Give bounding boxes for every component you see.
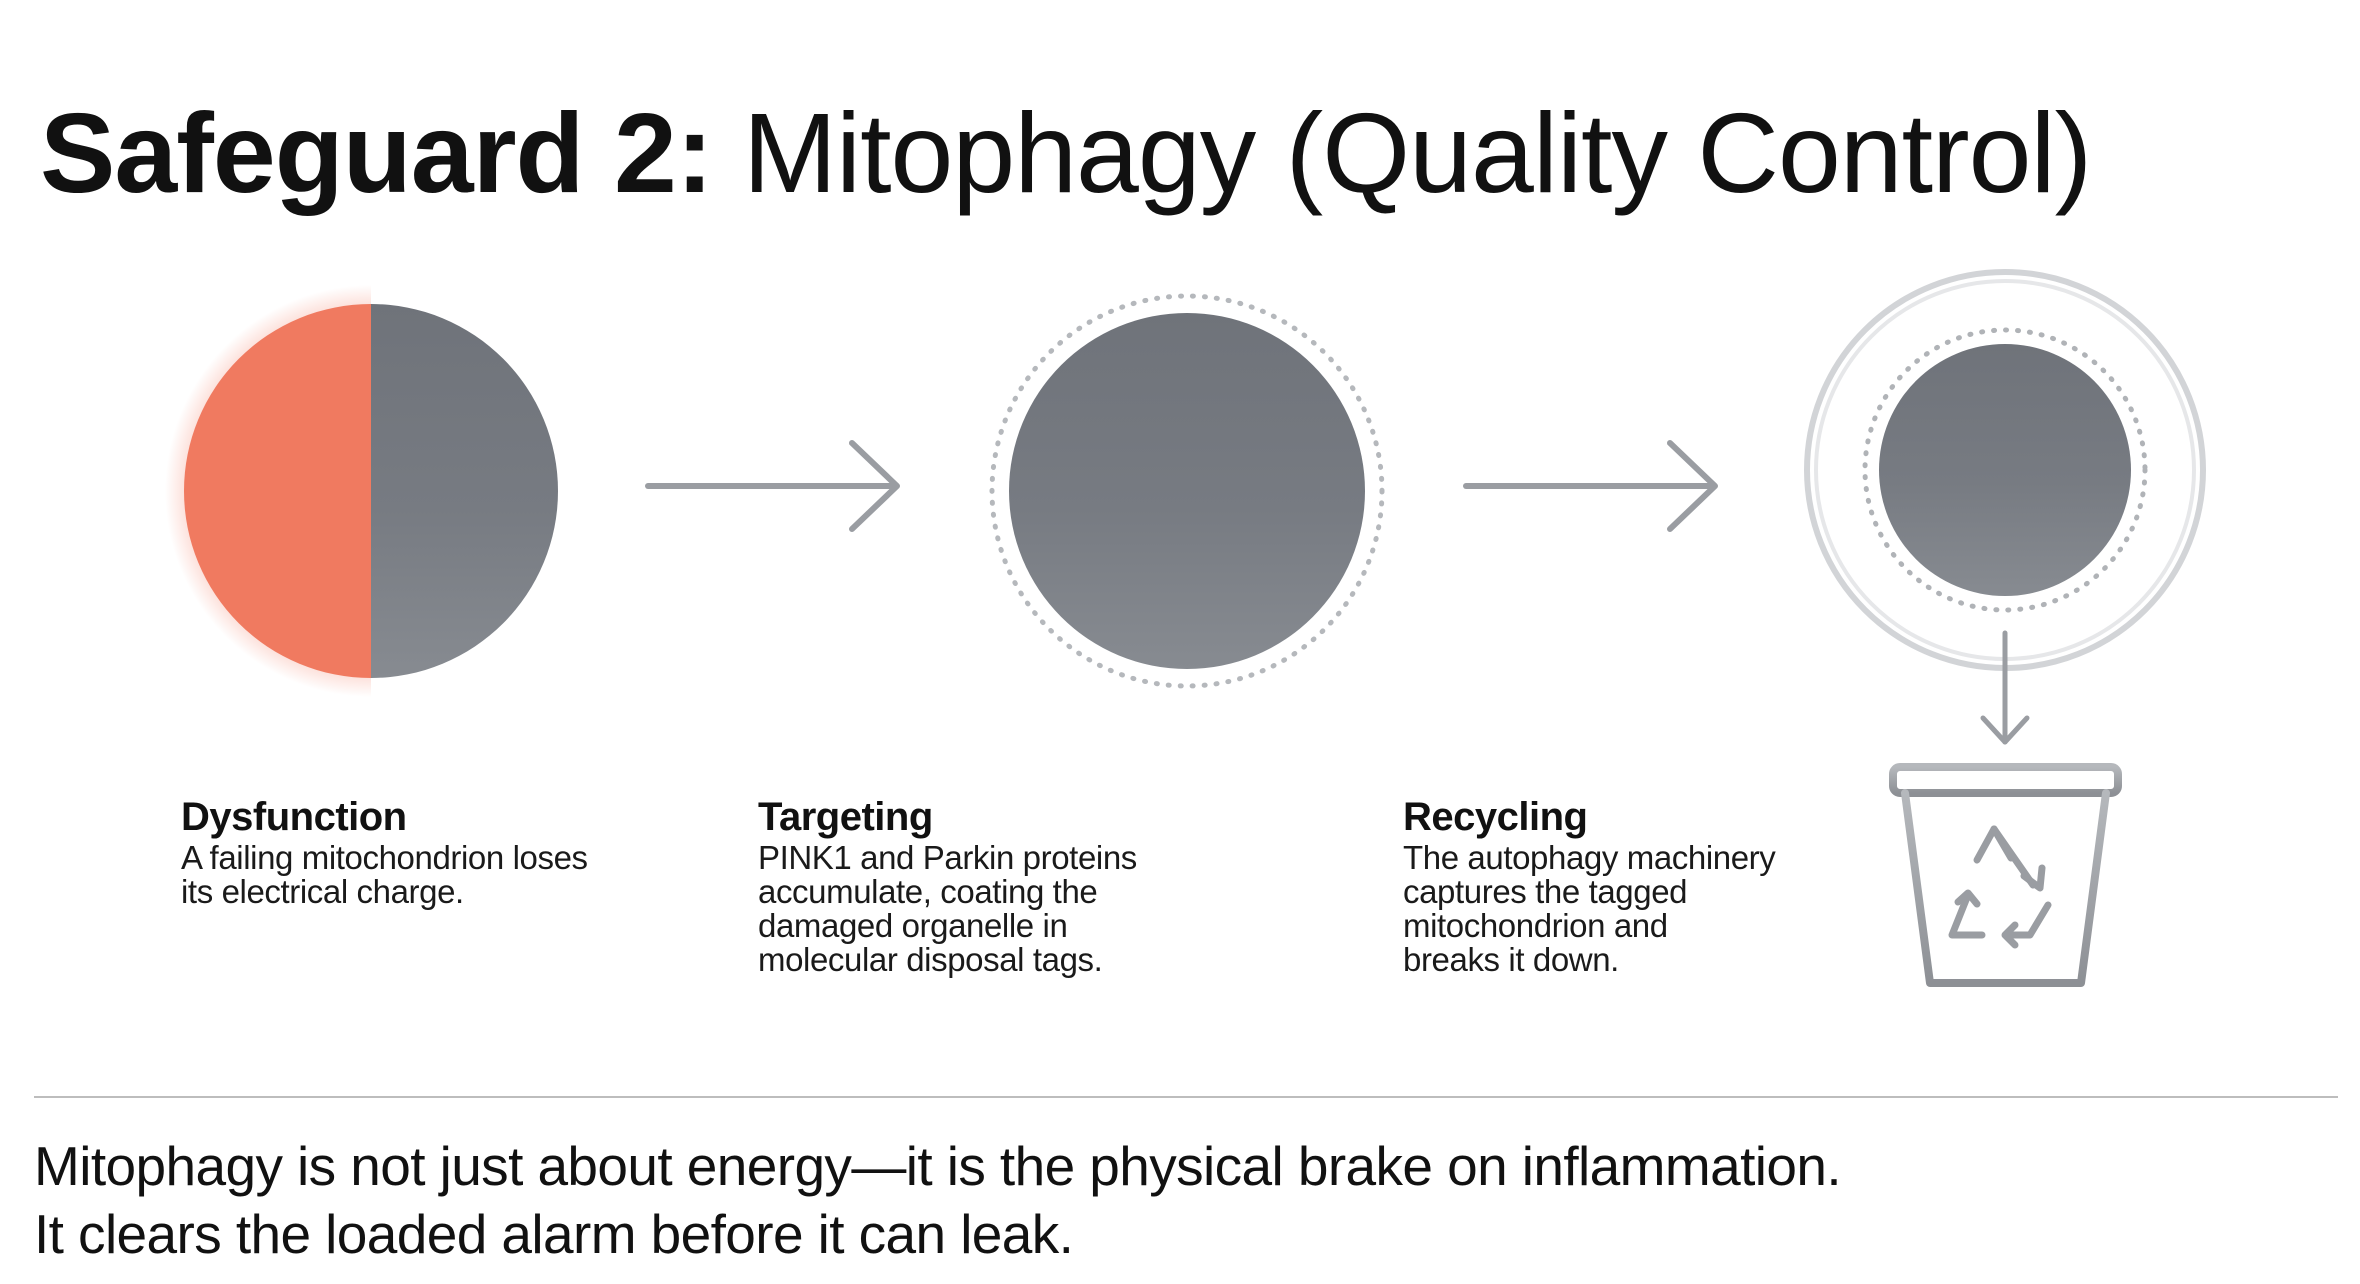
divider bbox=[34, 1096, 2338, 1098]
step-description: A failing mitochondrion loses its electr… bbox=[181, 839, 588, 910]
step-recycling: Recycling The autophagy machinery captur… bbox=[1403, 793, 1883, 977]
summary-line: Mitophagy is not just about energy—it is… bbox=[34, 1135, 1842, 1197]
step-description: PINK1 and Parkin proteins accumulate, co… bbox=[758, 839, 1137, 978]
recycle-icon bbox=[1948, 825, 2052, 949]
autophagosome-icon bbox=[1804, 269, 2206, 671]
step-title: Targeting bbox=[758, 795, 933, 839]
step-targeting: Targeting PINK1 and Parkin proteins accu… bbox=[758, 793, 1238, 977]
tagged-mitochondrion-icon bbox=[989, 293, 1385, 689]
title-main: Mitophagy (Quality Control) bbox=[742, 90, 2092, 216]
disposal-tag-ring bbox=[989, 293, 1385, 689]
title-prefix: Safeguard 2: bbox=[40, 90, 713, 216]
page-title: Safeguard 2: Mitophagy (Quality Control) bbox=[40, 88, 2092, 218]
step-description: The autophagy machinery captures the tag… bbox=[1403, 839, 1776, 978]
down-arrow-icon bbox=[1980, 630, 2030, 745]
right-arrow-icon bbox=[645, 440, 900, 532]
dysfunctional-mitochondrion-icon bbox=[165, 285, 558, 697]
damaged-organelle bbox=[1009, 313, 1365, 669]
step-title: Dysfunction bbox=[181, 795, 407, 839]
recycle-bin-icon bbox=[1889, 763, 2122, 987]
summary-text: Mitophagy is not just about energy—it is… bbox=[34, 1132, 2334, 1268]
disposal-tag-ring bbox=[1862, 327, 2148, 613]
step-dysfunction: Dysfunction A failing mitochondrion lose… bbox=[181, 793, 661, 909]
step-title: Recycling bbox=[1403, 795, 1588, 839]
captured-mitochondrion bbox=[1879, 344, 2131, 596]
summary-line: It clears the loaded alarm before it can… bbox=[34, 1203, 1074, 1265]
failing-half bbox=[184, 304, 371, 678]
healthy-half bbox=[371, 304, 558, 678]
right-arrow-icon bbox=[1463, 440, 1718, 532]
